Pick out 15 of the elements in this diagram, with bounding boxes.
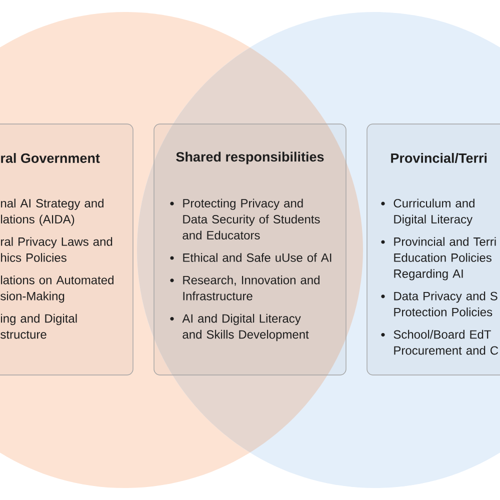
bullet-text: nal AI Strategy and lations (AIDA) [1,198,104,226]
bullet-text: Protecting Privacy and Data Security of Students and Educators [182,198,320,240]
bullet-text: Ethical and Safe uUse of AI [183,253,332,262]
bullet-text: Curriculum and Digital Literacy [394,198,474,226]
bullet-text: AI and Digital Literacy and Skills Development [182,314,309,342]
bullet-text: ral Privacy Laws and hics Policies [1,237,112,262]
panel-heading: Provincial/Terri [391,152,487,164]
bullet-text: Data Privacy and S Protection Policies [394,292,498,316]
panel-heading: ral Government [1,153,100,163]
bullet-text: lations on Automated sion-Making [0,276,114,303]
bullet-text: ing and Digital structure [0,314,77,339]
panel-heading: Shared responsibilities [176,152,324,164]
bullet-text: Provincial and Terri Education Policies Regarding AI [394,237,496,280]
bullet-text: School/Board EdT Procurement and C [394,330,498,355]
bullet-text: Research, Innovation and Infrastructure [183,276,320,300]
